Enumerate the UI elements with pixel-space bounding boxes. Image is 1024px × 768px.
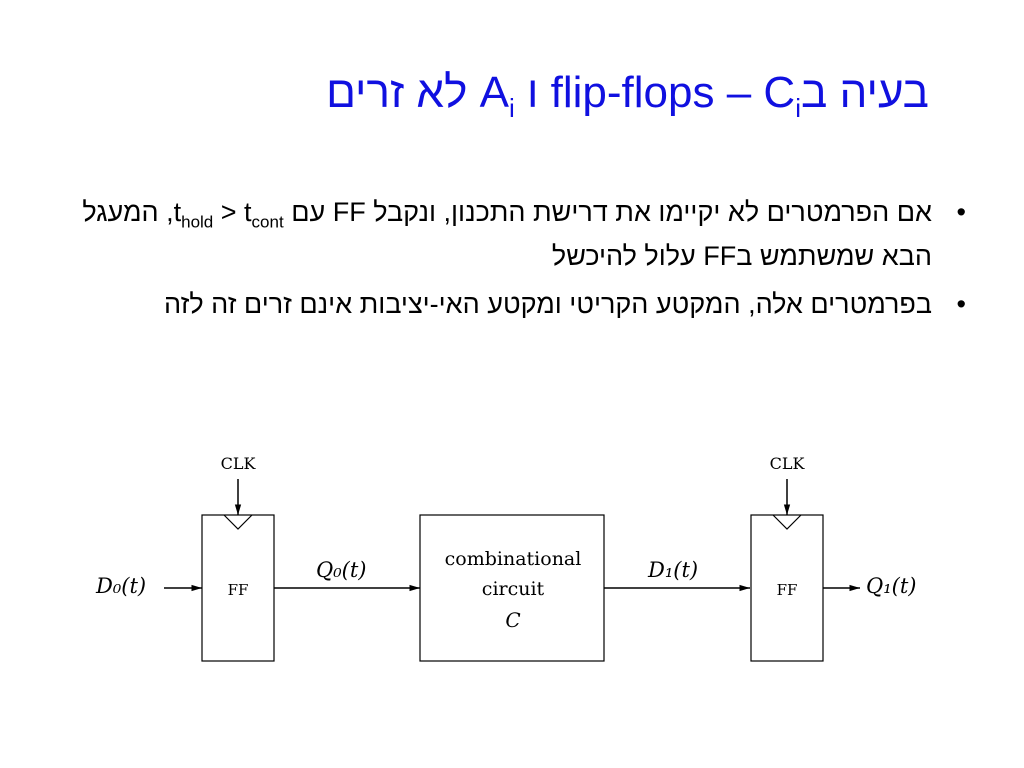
slide-title: בעיה בflip-flops – Ci ו Ai לא זרים (89, 68, 929, 124)
d0-label: D₀(t) (95, 574, 146, 598)
bullet1-text1: אם הפרמטרים לא יקיימו את דרישת התכנון, ו… (173, 197, 932, 227)
bullet1-sub1: hold (181, 212, 214, 232)
bullet-dot: • (956, 289, 966, 320)
title-sub1: i (795, 92, 801, 123)
flip-flop-diagram: CLK FF D₀(t) Q₀(t) combinational circuit… (95, 454, 916, 662)
clock-triangle-left-icon (223, 514, 253, 530)
ff-left-label: FF (228, 581, 249, 599)
bullet2-text: בפרמטרים אלה, המקטע הקריטי ומקטע האי-יצי… (164, 289, 932, 320)
bullet1-sub2: cont (251, 212, 284, 232)
comb-line1: combinational (445, 548, 582, 570)
clock-triangle-right-icon (772, 514, 802, 530)
bullet-list: • אם הפרמטרים לא יקיימו את דרישת התכנון,… (74, 195, 966, 335)
title-part2: flip-flops – C (550, 68, 796, 117)
d1-label: D₁(t) (647, 558, 698, 582)
title-sub2: i (508, 92, 515, 123)
clk-left-label: CLK (221, 454, 257, 473)
q1-label: Q₁(t) (866, 574, 916, 598)
bullet-dot: • (956, 197, 966, 227)
comb-line3: C (505, 608, 520, 632)
title-part4: לא זרים (326, 68, 480, 117)
title-part3: ו A (479, 68, 551, 117)
q0-label: Q₀(t) (316, 558, 366, 582)
clk-right-label: CLK (770, 454, 806, 473)
bullet-item-2: • בפרמטרים אלה, המקטע הקריטי ומקטע האי-י… (74, 287, 966, 321)
title-part1: בעיה ב (800, 68, 929, 117)
bullet-item-1: • אם הפרמטרים לא יקיימו את דרישת התכנון,… (74, 195, 966, 273)
comb-line2: circuit (482, 578, 545, 600)
bullet1-text3: , המעגל הבא שמשתמש בFF עלול להיכשל (82, 197, 932, 272)
bullet1-text2: > t (213, 197, 252, 227)
ff-right-label: FF (777, 581, 798, 599)
